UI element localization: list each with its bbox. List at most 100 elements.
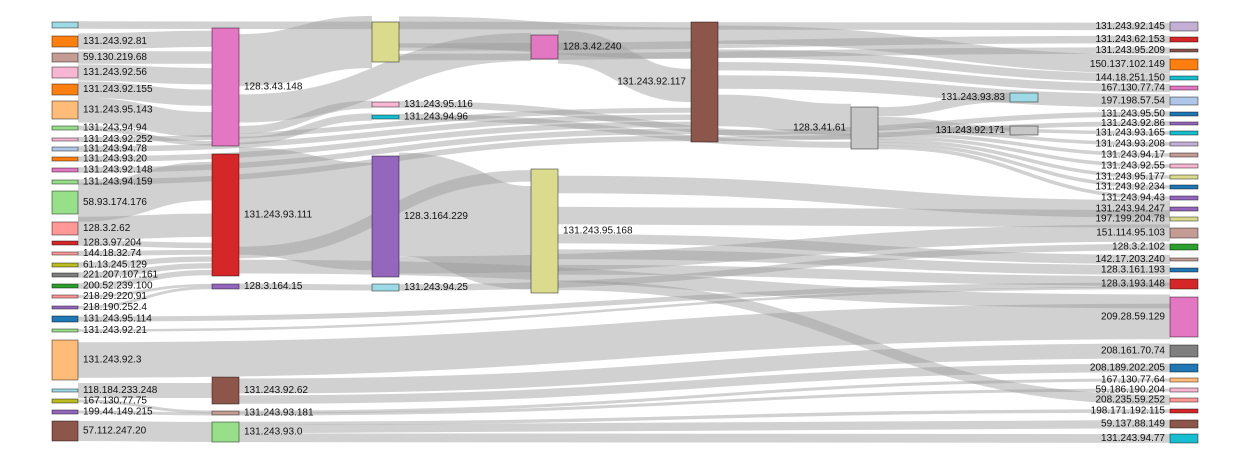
host-node-131-243-95-143[interactable] bbox=[51, 100, 79, 120]
host-node-131-243-92-171[interactable] bbox=[1009, 125, 1039, 136]
host-node-128-3-43-148[interactable] bbox=[211, 27, 240, 147]
host-node-unlabeled-n000[interactable] bbox=[51, 21, 79, 29]
host-node-128-3-2-102[interactable] bbox=[1169, 243, 1199, 251]
host-node-unlabeled-n034[interactable] bbox=[371, 21, 400, 63]
host-node-208-235-59-252[interactable] bbox=[1169, 397, 1199, 403]
host-node-59-137-88-149[interactable] bbox=[1169, 419, 1199, 429]
host-node-151-114-95-103[interactable] bbox=[1169, 227, 1199, 239]
host-label: 131.243.92.252 bbox=[83, 134, 153, 145]
host-node-131-243-94-25[interactable] bbox=[371, 283, 400, 292]
host-node-131-243-92-148[interactable] bbox=[51, 167, 79, 173]
host-node-131-243-93-20[interactable] bbox=[51, 156, 79, 162]
host-node-59-130-219-68[interactable] bbox=[51, 52, 79, 63]
host-node-144-18-251-150[interactable] bbox=[1169, 75, 1199, 81]
host-label: 131.243.92.81 bbox=[83, 36, 147, 47]
host-node-131-243-92-145[interactable] bbox=[1169, 21, 1199, 32]
host-node-131-243-94-77[interactable] bbox=[1169, 433, 1199, 444]
host-labels: 131.243.92.8159.130.219.68131.243.92.561… bbox=[83, 21, 1165, 444]
host-node-131-243-92-155[interactable] bbox=[51, 83, 79, 96]
host-node-118-184-233-248[interactable] bbox=[51, 388, 79, 393]
host-node-128-3-41-61[interactable] bbox=[850, 106, 879, 150]
host-node-61-13-245-129[interactable] bbox=[51, 262, 79, 268]
host-node-131-243-93-165[interactable] bbox=[1169, 130, 1199, 136]
host-node-59-186-190-204[interactable] bbox=[1169, 387, 1199, 393]
flow-link-131-243-95-143-to-128-3-43-148 bbox=[77, 97, 213, 138]
host-node-131-243-92-234[interactable] bbox=[1169, 184, 1199, 190]
host-node-198-171-192-115[interactable] bbox=[1169, 408, 1199, 414]
host-node-131-243-92-62[interactable] bbox=[211, 376, 240, 405]
host-node-57-112-247-20[interactable] bbox=[51, 420, 79, 442]
host-label: 59.137.88.149 bbox=[1101, 419, 1165, 430]
host-node-197-199-204-78[interactable] bbox=[1169, 216, 1199, 222]
host-node-167-130-77-64[interactable] bbox=[1169, 377, 1199, 383]
host-node-128-3-161-193[interactable] bbox=[1169, 267, 1199, 273]
host-node-209-28-59-129[interactable] bbox=[1169, 296, 1199, 338]
host-node-131-243-94-43[interactable] bbox=[1169, 195, 1199, 201]
host-node-131-243-94-78[interactable] bbox=[51, 146, 79, 152]
host-node-131-243-95-114[interactable] bbox=[51, 315, 79, 323]
host-node-131-243-95-50[interactable] bbox=[1169, 111, 1199, 117]
host-node-131-243-95-168[interactable] bbox=[530, 168, 559, 294]
host-label: 128.3.193.148 bbox=[1101, 279, 1165, 290]
flow-link-131-243-92-148-to-131-243-92-117 bbox=[77, 128, 692, 173]
host-label: 131.243.94.159 bbox=[83, 177, 153, 188]
host-node-128-3-193-148[interactable] bbox=[1169, 278, 1199, 290]
host-node-131-243-94-17[interactable] bbox=[1169, 152, 1199, 158]
host-node-131-243-94-94[interactable] bbox=[51, 125, 79, 131]
host-label: 131.243.94.17 bbox=[1101, 150, 1165, 161]
host-node-131-243-62-153[interactable] bbox=[1169, 36, 1199, 43]
host-node-218-190-252-4[interactable] bbox=[51, 305, 79, 310]
host-node-131-243-92-21[interactable] bbox=[51, 328, 79, 333]
host-node-131-243-95-116[interactable] bbox=[371, 101, 400, 108]
host-node-208-189-202-205[interactable] bbox=[1169, 363, 1199, 373]
host-label: 131.243.92.117 bbox=[617, 77, 686, 88]
host-label: 142.17.203.240 bbox=[1095, 254, 1165, 265]
host-node-197-198-57-54[interactable] bbox=[1169, 96, 1199, 106]
host-node-128-3-42-240[interactable] bbox=[530, 34, 559, 60]
host-node-131-243-92-252[interactable] bbox=[51, 137, 79, 142]
host-node-131-243-93-83[interactable] bbox=[1009, 92, 1039, 103]
host-label: 59.130.219.68 bbox=[83, 52, 147, 63]
host-node-208-161-70-74[interactable] bbox=[1169, 344, 1199, 358]
host-node-131-243-92-55[interactable] bbox=[1169, 163, 1199, 169]
host-node-128-3-164-15[interactable] bbox=[211, 283, 240, 290]
host-node-199-44-149-215[interactable] bbox=[51, 409, 79, 415]
host-label: 218.29.220.91 bbox=[83, 291, 147, 302]
host-label: 131.243.92.155 bbox=[83, 84, 153, 95]
host-node-131-243-93-208[interactable] bbox=[1169, 141, 1199, 147]
host-label: 221.207.107.161 bbox=[83, 270, 159, 281]
flow-link-218-190-252-4-to-128-3-164-15 bbox=[77, 286, 213, 309]
host-node-58-93-174-176[interactable] bbox=[51, 190, 79, 215]
host-node-142-17-203-240[interactable] bbox=[1169, 257, 1199, 262]
host-node-131-243-92-3[interactable] bbox=[51, 339, 79, 381]
host-node-131-243-93-111[interactable] bbox=[211, 153, 240, 277]
flow-link-144-18-32-74-to-131-243-93-111 bbox=[77, 249, 213, 256]
host-node-218-29-220-91[interactable] bbox=[51, 294, 79, 299]
host-node-167-130-77-75[interactable] bbox=[51, 398, 79, 404]
host-node-131-243-93-181[interactable] bbox=[211, 410, 240, 416]
host-label: 131.243.93.111 bbox=[244, 210, 312, 221]
host-node-128-3-164-229[interactable] bbox=[371, 155, 400, 278]
host-label: 128.3.41.61 bbox=[793, 123, 846, 134]
host-node-131-243-95-209[interactable] bbox=[1169, 48, 1199, 53]
host-node-150-137-102-149[interactable] bbox=[1169, 58, 1199, 71]
host-node-131-243-92-81[interactable] bbox=[51, 35, 79, 48]
host-node-221-207-107-161[interactable] bbox=[51, 272, 79, 278]
host-node-131-243-92-86[interactable] bbox=[1169, 121, 1199, 126]
host-node-131-243-93-0[interactable] bbox=[211, 421, 240, 443]
host-label: 131.243.62.153 bbox=[1095, 34, 1165, 45]
host-node-131-243-92-117[interactable] bbox=[690, 21, 719, 143]
flow-link-131-243-95-168-to-128-3-193-148 bbox=[557, 264, 1171, 286]
host-node-131-243-94-96[interactable] bbox=[371, 114, 400, 120]
host-node-144-18-32-74[interactable] bbox=[51, 251, 79, 256]
host-node-131-243-95-177[interactable] bbox=[1169, 174, 1199, 180]
host-node-128-3-2-62[interactable] bbox=[51, 221, 79, 236]
flow-link-128-3-43-148-to-128-3-42-240 bbox=[238, 32, 532, 123]
host-node-200-52-239-100[interactable] bbox=[51, 283, 79, 289]
host-node-128-3-97-204[interactable] bbox=[51, 240, 79, 246]
host-node-131-243-92-56[interactable] bbox=[51, 66, 79, 79]
host-node-131-243-94-159[interactable] bbox=[51, 179, 79, 185]
host-node-167-130-77-74[interactable] bbox=[1169, 85, 1199, 91]
host-node-131-243-94-247[interactable] bbox=[1169, 206, 1199, 212]
flow-link-131-243-94-78-to-131-243-92-117 bbox=[77, 114, 692, 152]
